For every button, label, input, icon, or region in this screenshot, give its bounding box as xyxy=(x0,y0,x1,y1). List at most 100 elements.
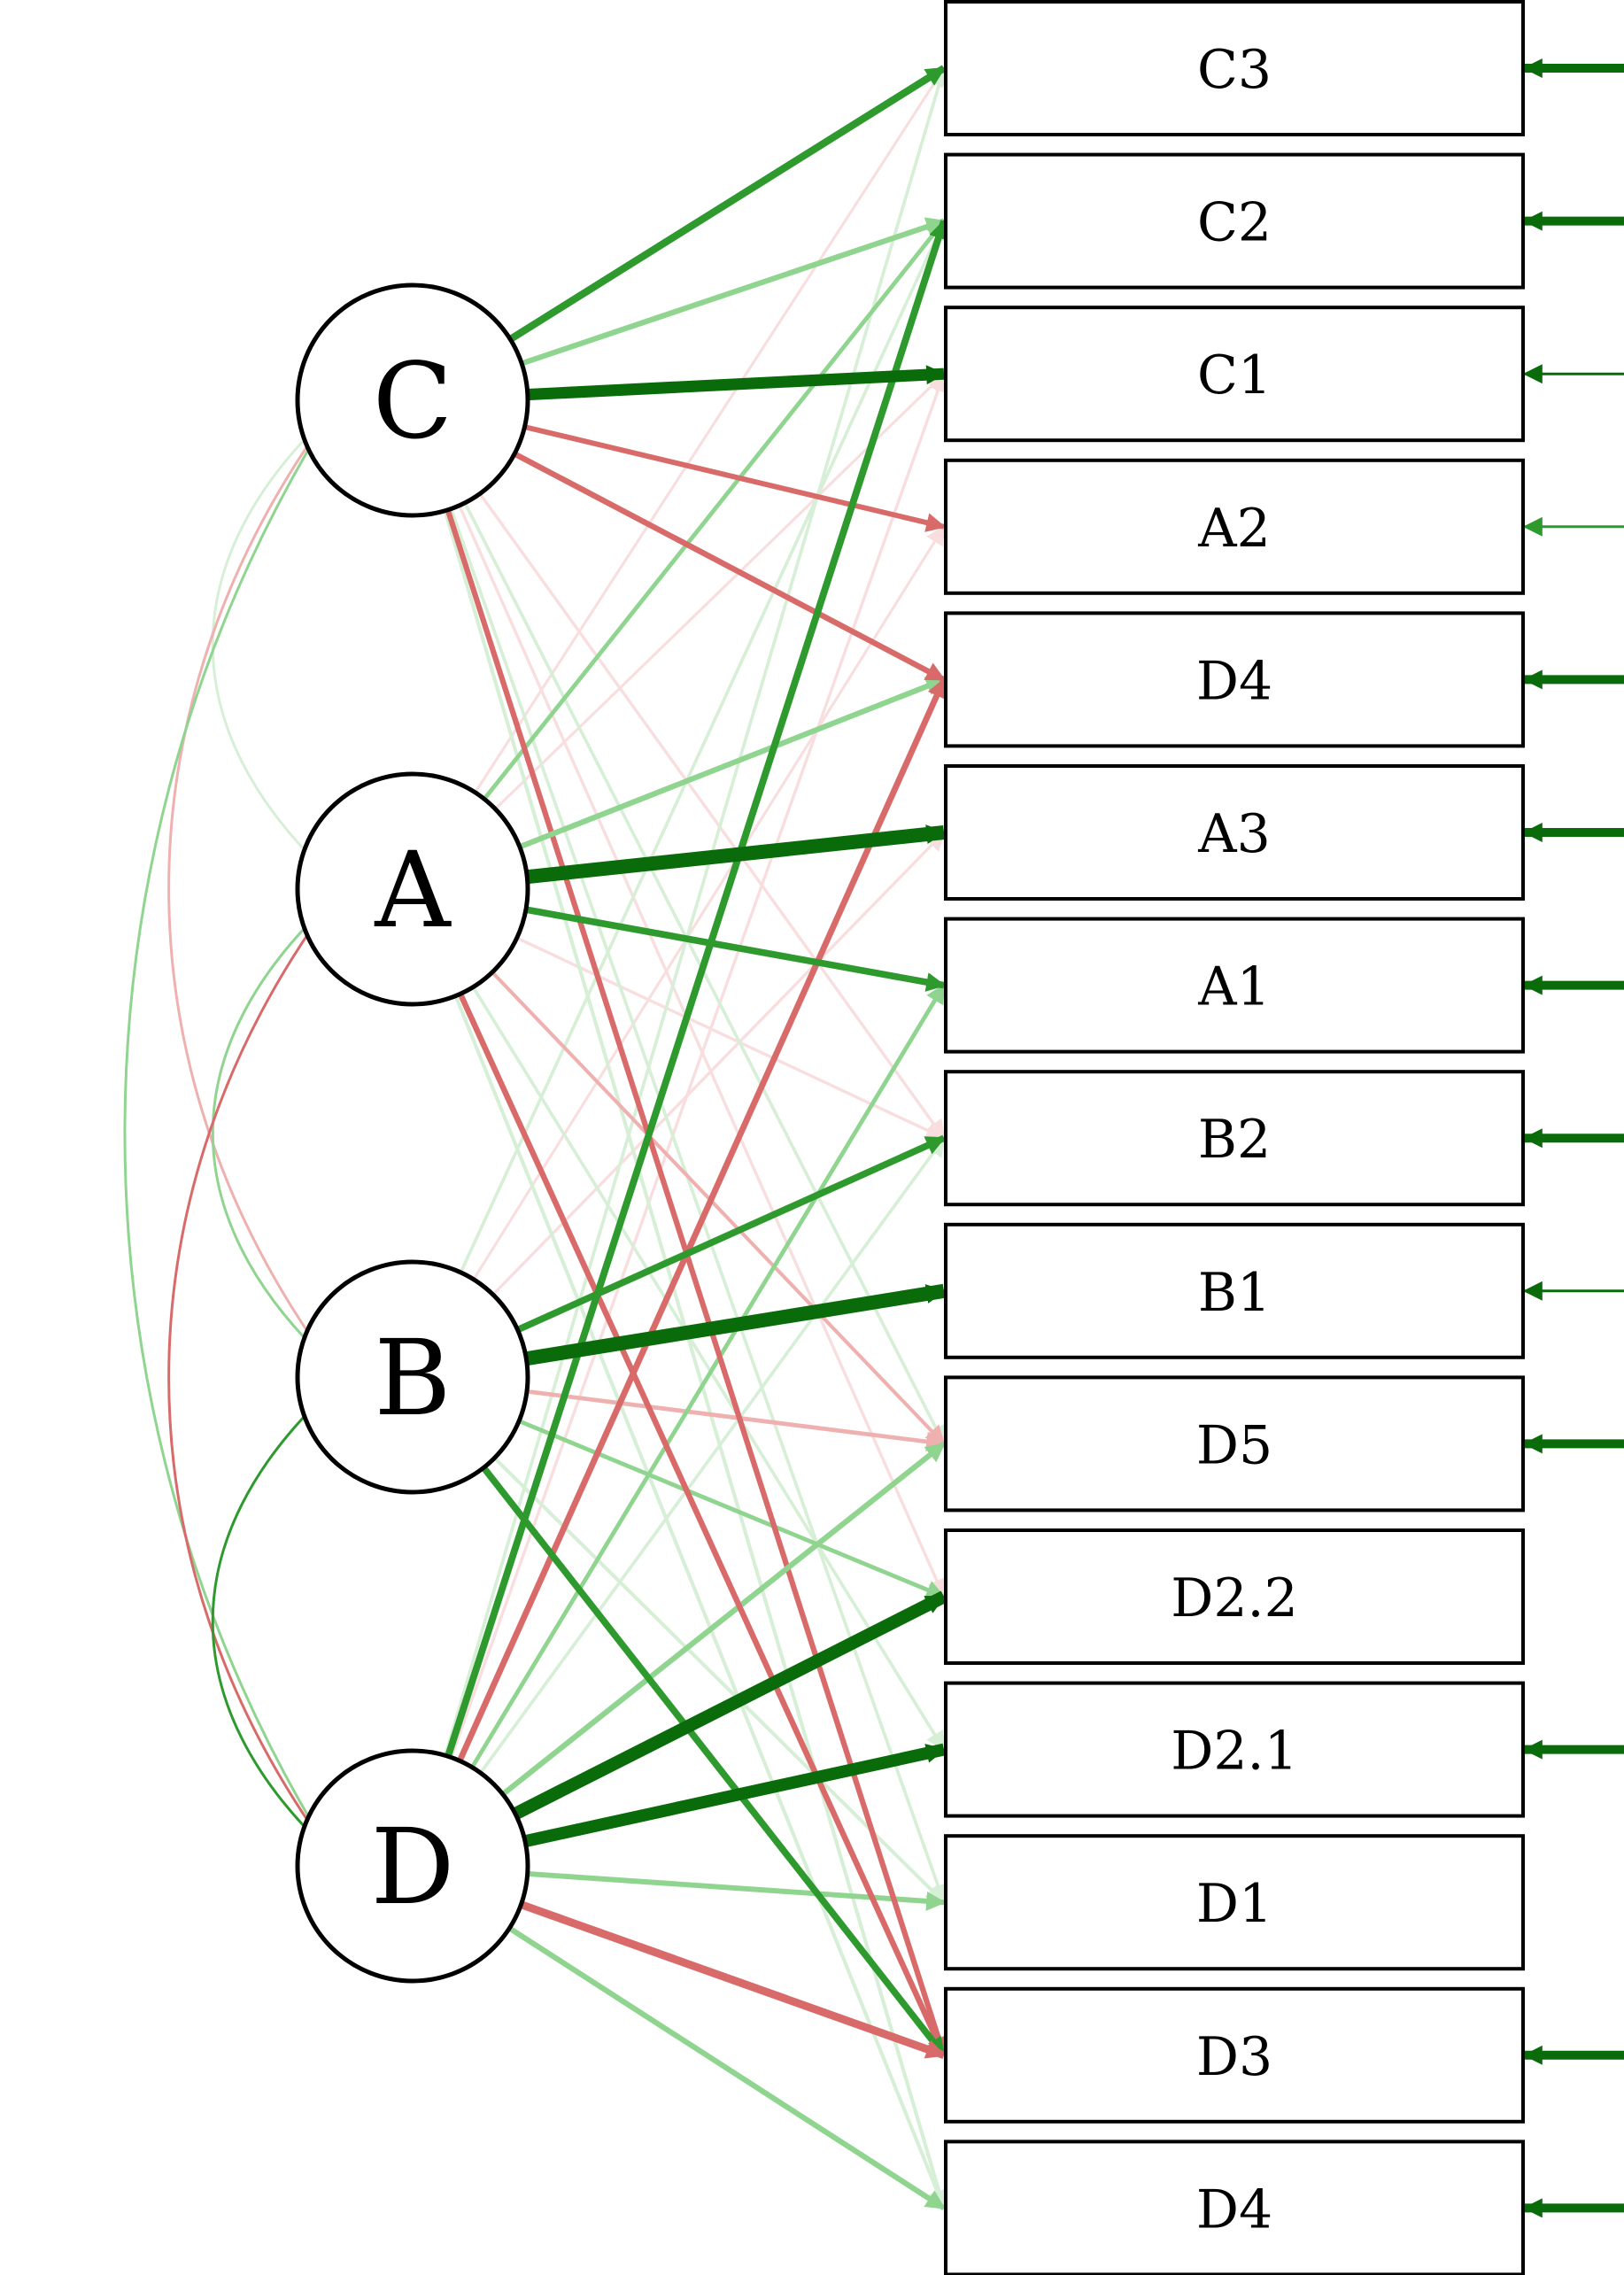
correlation-arc-C-D xyxy=(123,393,348,1854)
indicator-label: A3 xyxy=(1197,803,1271,865)
path-A-to-D2.1 xyxy=(471,986,946,1752)
indicator-rect xyxy=(944,152,1525,290)
path-A-to-D3 xyxy=(457,992,947,2057)
path-D-to-D2.2 xyxy=(512,1590,947,1820)
latent-nodes: C A B D xyxy=(295,282,530,1984)
path-B-to-B2 xyxy=(516,1134,947,1334)
indicator-label: C2 xyxy=(1197,192,1272,254)
path-A-to-D4 xyxy=(453,994,947,2210)
path-C-to-C3 xyxy=(508,65,947,343)
indicator-label: D2.1 xyxy=(1171,1721,1298,1783)
indicator-box: A1 xyxy=(944,917,1525,1054)
indicator-label: C3 xyxy=(1197,39,1272,101)
correlation-arc-A-B xyxy=(211,884,350,1365)
path-C-to-C1 xyxy=(527,365,947,401)
indicator-label: D3 xyxy=(1196,2026,1272,2088)
path-A-to-C3 xyxy=(474,66,946,793)
path-C-to-D3 xyxy=(445,508,948,2057)
indicator-box: C1 xyxy=(944,306,1525,443)
indicator-rect xyxy=(944,1986,1525,2124)
latent-circle xyxy=(295,1748,530,1984)
indicator-box: D1 xyxy=(944,1834,1525,1971)
correlation-arc-C-A xyxy=(211,395,350,877)
indicator-box: D4 xyxy=(944,611,1525,748)
indicator-rect xyxy=(944,0,1525,136)
indicator-box: B1 xyxy=(944,1222,1525,1359)
indicator-rect xyxy=(944,1834,1525,1971)
latent-node-C: C xyxy=(295,282,530,518)
latent-label: D xyxy=(371,1806,455,1928)
path-C-to-D1 xyxy=(449,507,947,1905)
latent-node-B: B xyxy=(295,1259,530,1495)
correlation-arc-A-D xyxy=(167,883,348,1854)
indicator-rect xyxy=(944,764,1525,901)
latent-label: B xyxy=(375,1317,452,1439)
latent-label: C xyxy=(373,340,452,462)
indicator-rect xyxy=(944,458,1525,595)
path-D-to-D3 xyxy=(519,1900,947,2060)
path-D-to-D1 xyxy=(527,1870,947,1911)
indicator-rect xyxy=(944,1070,1525,1207)
path-A-to-A1 xyxy=(525,906,947,992)
path-C-to-B2 xyxy=(478,492,946,1140)
path-B-to-D3 xyxy=(481,1465,947,2058)
path-D-to-C2 xyxy=(445,219,948,1758)
indicator-box: D2.1 xyxy=(944,1681,1525,1818)
indicator-box: D3 xyxy=(944,1986,1525,2124)
indicator-box: B2 xyxy=(944,1070,1525,1207)
indicator-label: C1 xyxy=(1197,344,1272,406)
indicator-box: A3 xyxy=(944,764,1525,901)
indicator-box: D2.2 xyxy=(944,1528,1525,1665)
path-B-to-B1 xyxy=(525,1283,947,1366)
latent-node-D: D xyxy=(295,1748,530,1984)
indicator-label: D4 xyxy=(1196,650,1272,712)
path-C-to-C2 xyxy=(521,217,947,367)
path-C-to-D4 xyxy=(513,451,946,683)
path-D-to-D5 xyxy=(500,1441,946,1797)
indicator-box: D5 xyxy=(944,1375,1525,1513)
path-D-to-D4 xyxy=(507,1925,946,2211)
indicator-rect xyxy=(944,306,1525,443)
indicator-label: D2.2 xyxy=(1171,1567,1298,1629)
indicator-rect xyxy=(944,2140,1525,2275)
indicator-label: D1 xyxy=(1196,1873,1272,1935)
indicator-label: B1 xyxy=(1198,1262,1271,1324)
latent-circle xyxy=(295,282,530,518)
residual-arrows xyxy=(1522,58,1624,2218)
indicator-label: A2 xyxy=(1197,498,1271,560)
path-C-to-D4 xyxy=(443,510,948,2210)
path-D-to-C1 xyxy=(450,372,947,1759)
indicator-box: C2 xyxy=(944,152,1525,290)
path-A-to-D4 xyxy=(518,677,947,850)
indicator-box: A2 xyxy=(944,458,1525,595)
indicator-label: D5 xyxy=(1196,1414,1272,1476)
latent-label: A xyxy=(374,829,452,951)
indicator-rect xyxy=(944,1222,1525,1359)
indicator-rect xyxy=(944,1375,1525,1513)
indicator-rect xyxy=(944,917,1525,1054)
latent-correlations xyxy=(123,393,350,1854)
indicator-rect xyxy=(944,611,1525,748)
path-D-to-B2 xyxy=(479,1136,946,1775)
path-D-to-D4 xyxy=(456,677,947,1762)
path-A-to-A3 xyxy=(526,824,947,885)
indicator-label: A1 xyxy=(1197,956,1271,1018)
indicator-rect xyxy=(944,1528,1525,1665)
latent-circle xyxy=(295,1259,530,1495)
indicator-box: C3 xyxy=(944,0,1525,136)
indicator-label: B2 xyxy=(1198,1109,1271,1171)
path-B-to-A2 xyxy=(472,524,946,1281)
indicator-box: D4 xyxy=(944,2140,1525,2275)
path-D-to-C3 xyxy=(444,66,948,1756)
path-B-to-C2 xyxy=(459,219,946,1273)
path-B-to-A3 xyxy=(491,831,946,1296)
correlation-arc-C-B xyxy=(167,394,348,1366)
path-D-to-A1 xyxy=(470,983,947,1768)
path-C-to-A2 xyxy=(523,424,947,532)
loading-paths xyxy=(443,65,948,2211)
indicator-label: D4 xyxy=(1196,2178,1272,2240)
latent-circle xyxy=(295,771,530,1007)
correlation-arc-B-D xyxy=(211,1372,350,1853)
